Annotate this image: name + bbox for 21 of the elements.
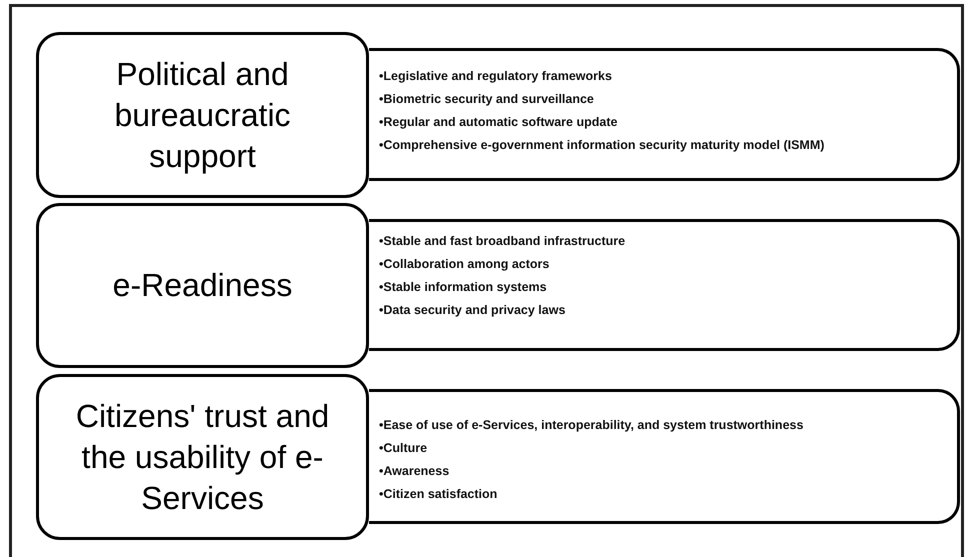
list-item: •Awareness [379,463,450,480]
list-item: •Comprehensive e-government information security maturity model (ISMM) [379,137,826,154]
list-item: •Stable information systems [379,279,548,296]
list-item: •Legislative and regulatory frameworks [379,68,613,85]
list-item: •Data security and privacy laws [379,302,566,319]
box-heading: Political and bureaucratic support [113,54,292,176]
list-item: •Collaboration among actors [379,256,550,273]
list-item: •Biometric security and surveillance [379,91,595,108]
rounded-box [36,203,369,368]
box-heading: e-Readiness [112,266,292,305]
list-item: •Stable and fast broadband infrastructure [379,233,626,250]
list-item: •Culture [379,440,428,457]
rounded-box [36,32,369,198]
list-box [369,389,960,524]
list-box [369,48,960,181]
box-heading: Citizens' trust and the usability of e-Services [74,396,330,518]
list-box [369,219,960,351]
rounded-box [36,374,369,540]
list-item: •Regular and automatic software update [379,114,618,131]
list-item: •Ease of use of e-Services, interoperability, and system trustworthiness [379,417,804,434]
list-item: •Citizen satisfaction [379,486,498,503]
